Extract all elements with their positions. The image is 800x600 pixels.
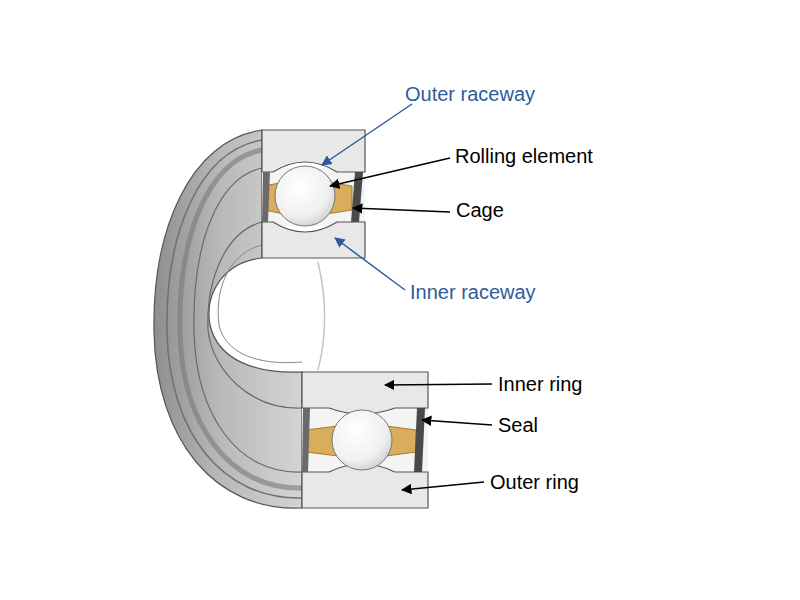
leader-arrow bbox=[335, 238, 405, 290]
seal bbox=[302, 408, 310, 472]
part-label: Outer raceway bbox=[405, 82, 535, 106]
leader-arrow bbox=[322, 104, 412, 165]
rolling-ball bbox=[332, 410, 392, 470]
part-label: Inner raceway bbox=[410, 280, 536, 304]
rolling-ball bbox=[275, 166, 335, 226]
outer-ring-section bbox=[302, 464, 428, 508]
part-label: Inner ring bbox=[498, 372, 583, 396]
leader-arrow bbox=[402, 482, 484, 490]
leader-arrow bbox=[385, 384, 492, 385]
part-label: Rolling element bbox=[455, 144, 593, 168]
part-label: Seal bbox=[498, 413, 538, 437]
inner-ring-section bbox=[262, 222, 365, 258]
outer-ring-section bbox=[262, 130, 365, 172]
cavity bbox=[302, 406, 428, 474]
bore-edge bbox=[318, 262, 325, 370]
leader-arrow bbox=[353, 208, 450, 212]
leader-arrow bbox=[330, 158, 450, 186]
leader-arrow bbox=[422, 420, 492, 425]
part-label: Outer ring bbox=[490, 470, 579, 494]
part-label: Cage bbox=[456, 198, 504, 222]
ring-groove bbox=[218, 245, 302, 363]
seal bbox=[262, 172, 270, 222]
inner-ring-section bbox=[302, 372, 428, 414]
seal bbox=[414, 408, 425, 472]
